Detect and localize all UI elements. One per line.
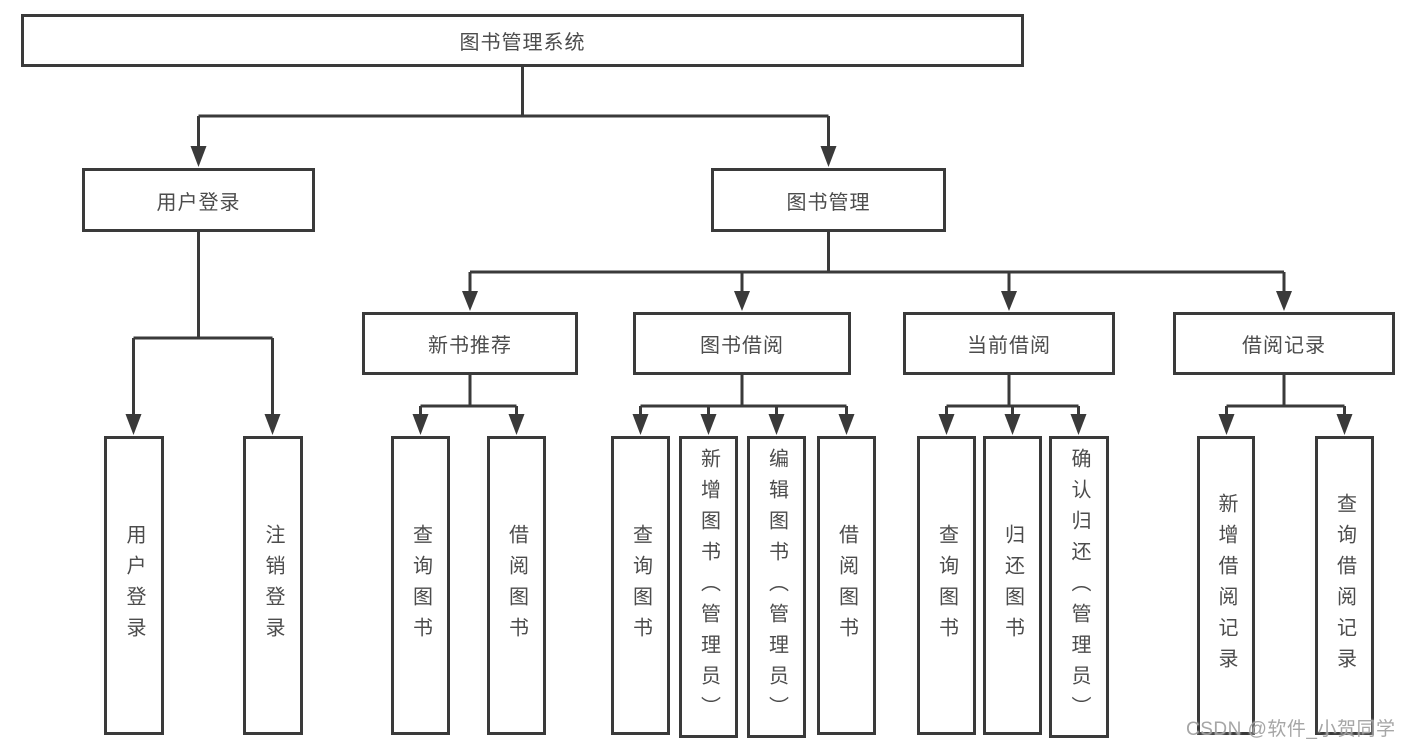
leaf-confirm-return-admin: 确认归还（管理员） xyxy=(1049,436,1109,738)
node-new-book-recommend: 新书推荐 xyxy=(362,312,578,375)
leaf-add-borrow-record: 新增借阅记录 xyxy=(1197,436,1255,735)
leaf-edit-books-admin: 编辑图书（管理员） xyxy=(747,436,806,738)
leaf-add-books-admin: 新增图书（管理员） xyxy=(679,436,738,738)
leaf-query-books-recommend: 查询图书 xyxy=(391,436,450,735)
leaf-borrow-books-borrowing: 借阅图书 xyxy=(817,436,876,735)
node-borrow-records: 借阅记录 xyxy=(1173,312,1395,375)
leaf-user-login: 用户登录 xyxy=(104,436,164,735)
node-library-system: 图书管理系统 xyxy=(21,14,1024,67)
leaf-return-books: 归还图书 xyxy=(983,436,1042,735)
leaf-query-books-current: 查询图书 xyxy=(917,436,976,735)
leaf-logout: 注销登录 xyxy=(243,436,303,735)
leaf-query-borrow-record: 查询借阅记录 xyxy=(1315,436,1374,735)
leaf-borrow-books-recommend: 借阅图书 xyxy=(487,436,546,735)
node-user-login: 用户登录 xyxy=(82,168,315,232)
leaf-query-books-borrowing: 查询图书 xyxy=(611,436,670,735)
csdn-watermark: CSDN @软件_小贺同学 xyxy=(1186,719,1396,740)
node-book-management: 图书管理 xyxy=(711,168,946,232)
node-current-borrowing: 当前借阅 xyxy=(903,312,1115,375)
node-book-borrowing: 图书借阅 xyxy=(633,312,851,375)
